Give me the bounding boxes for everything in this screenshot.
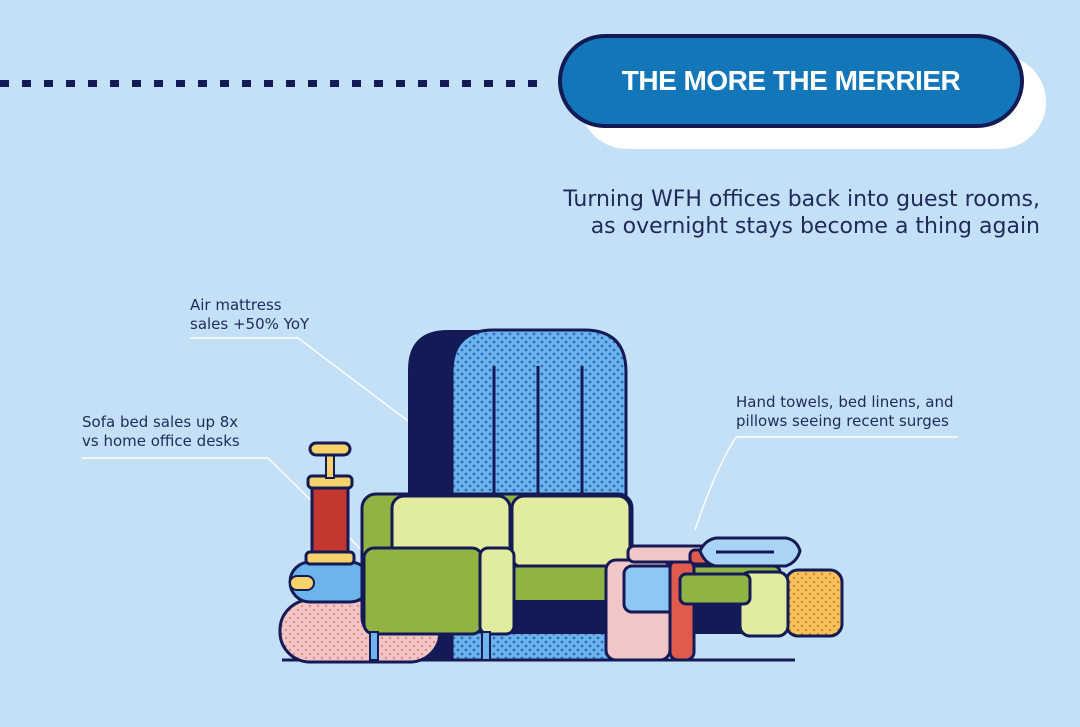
subtitle: Turning WFH offices back into guest room… [480,186,1040,240]
divider-dot [286,80,295,87]
divider-dot [528,80,537,87]
divider-dot [154,80,163,87]
air-pump [288,441,372,604]
divider-dot [396,80,405,87]
page-title: THE MORE THE MERRIER [621,65,961,96]
divider-dot [352,80,361,87]
divider-dot [264,80,273,87]
divider-dot [242,80,251,87]
divider-dot [330,80,339,87]
title-pill: THE MORE THE MERRIER [558,34,1024,128]
dotted-divider [0,80,545,88]
divider-dot [374,80,383,87]
callout-sofa-bed-line-1: Sofa bed sales up 8x [82,413,239,431]
divider-dot [220,80,229,87]
divider-dot [440,80,449,87]
divider-dot [66,80,75,87]
divider-dot [462,80,471,87]
divider-dot [44,80,53,87]
divider-dot [132,80,141,87]
divider-dot [22,80,31,87]
callout-linens: Hand towels, bed linens, and pillows see… [736,393,954,431]
callout-linens-line-2: pillows seeing recent surges [736,412,949,430]
callout-linens-line-1: Hand towels, bed linens, and [736,393,954,411]
callout-sofa-bed: Sofa bed sales up 8x vs home office desk… [82,413,240,451]
subtitle-line-1: Turning WFH offices back into guest room… [563,187,1040,212]
callout-air-mattress-line-2: sales +50% YoY [190,315,310,333]
callout-air-mattress-line-1: Air mattress [190,296,282,314]
divider-dot [0,80,9,87]
divider-dot [308,80,317,87]
subtitle-line-2: as overnight stays become a thing again [590,214,1040,239]
divider-dot [484,80,493,87]
divider-dot [418,80,427,87]
linens-stack [604,536,844,662]
divider-dot [176,80,185,87]
divider-dot [198,80,207,87]
divider-dot [110,80,119,87]
callout-air-mattress: Air mattress sales +50% YoY [190,296,309,334]
divider-dot [88,80,97,87]
callout-sofa-bed-line-2: vs home office desks [82,432,240,450]
divider-dot [506,80,515,87]
